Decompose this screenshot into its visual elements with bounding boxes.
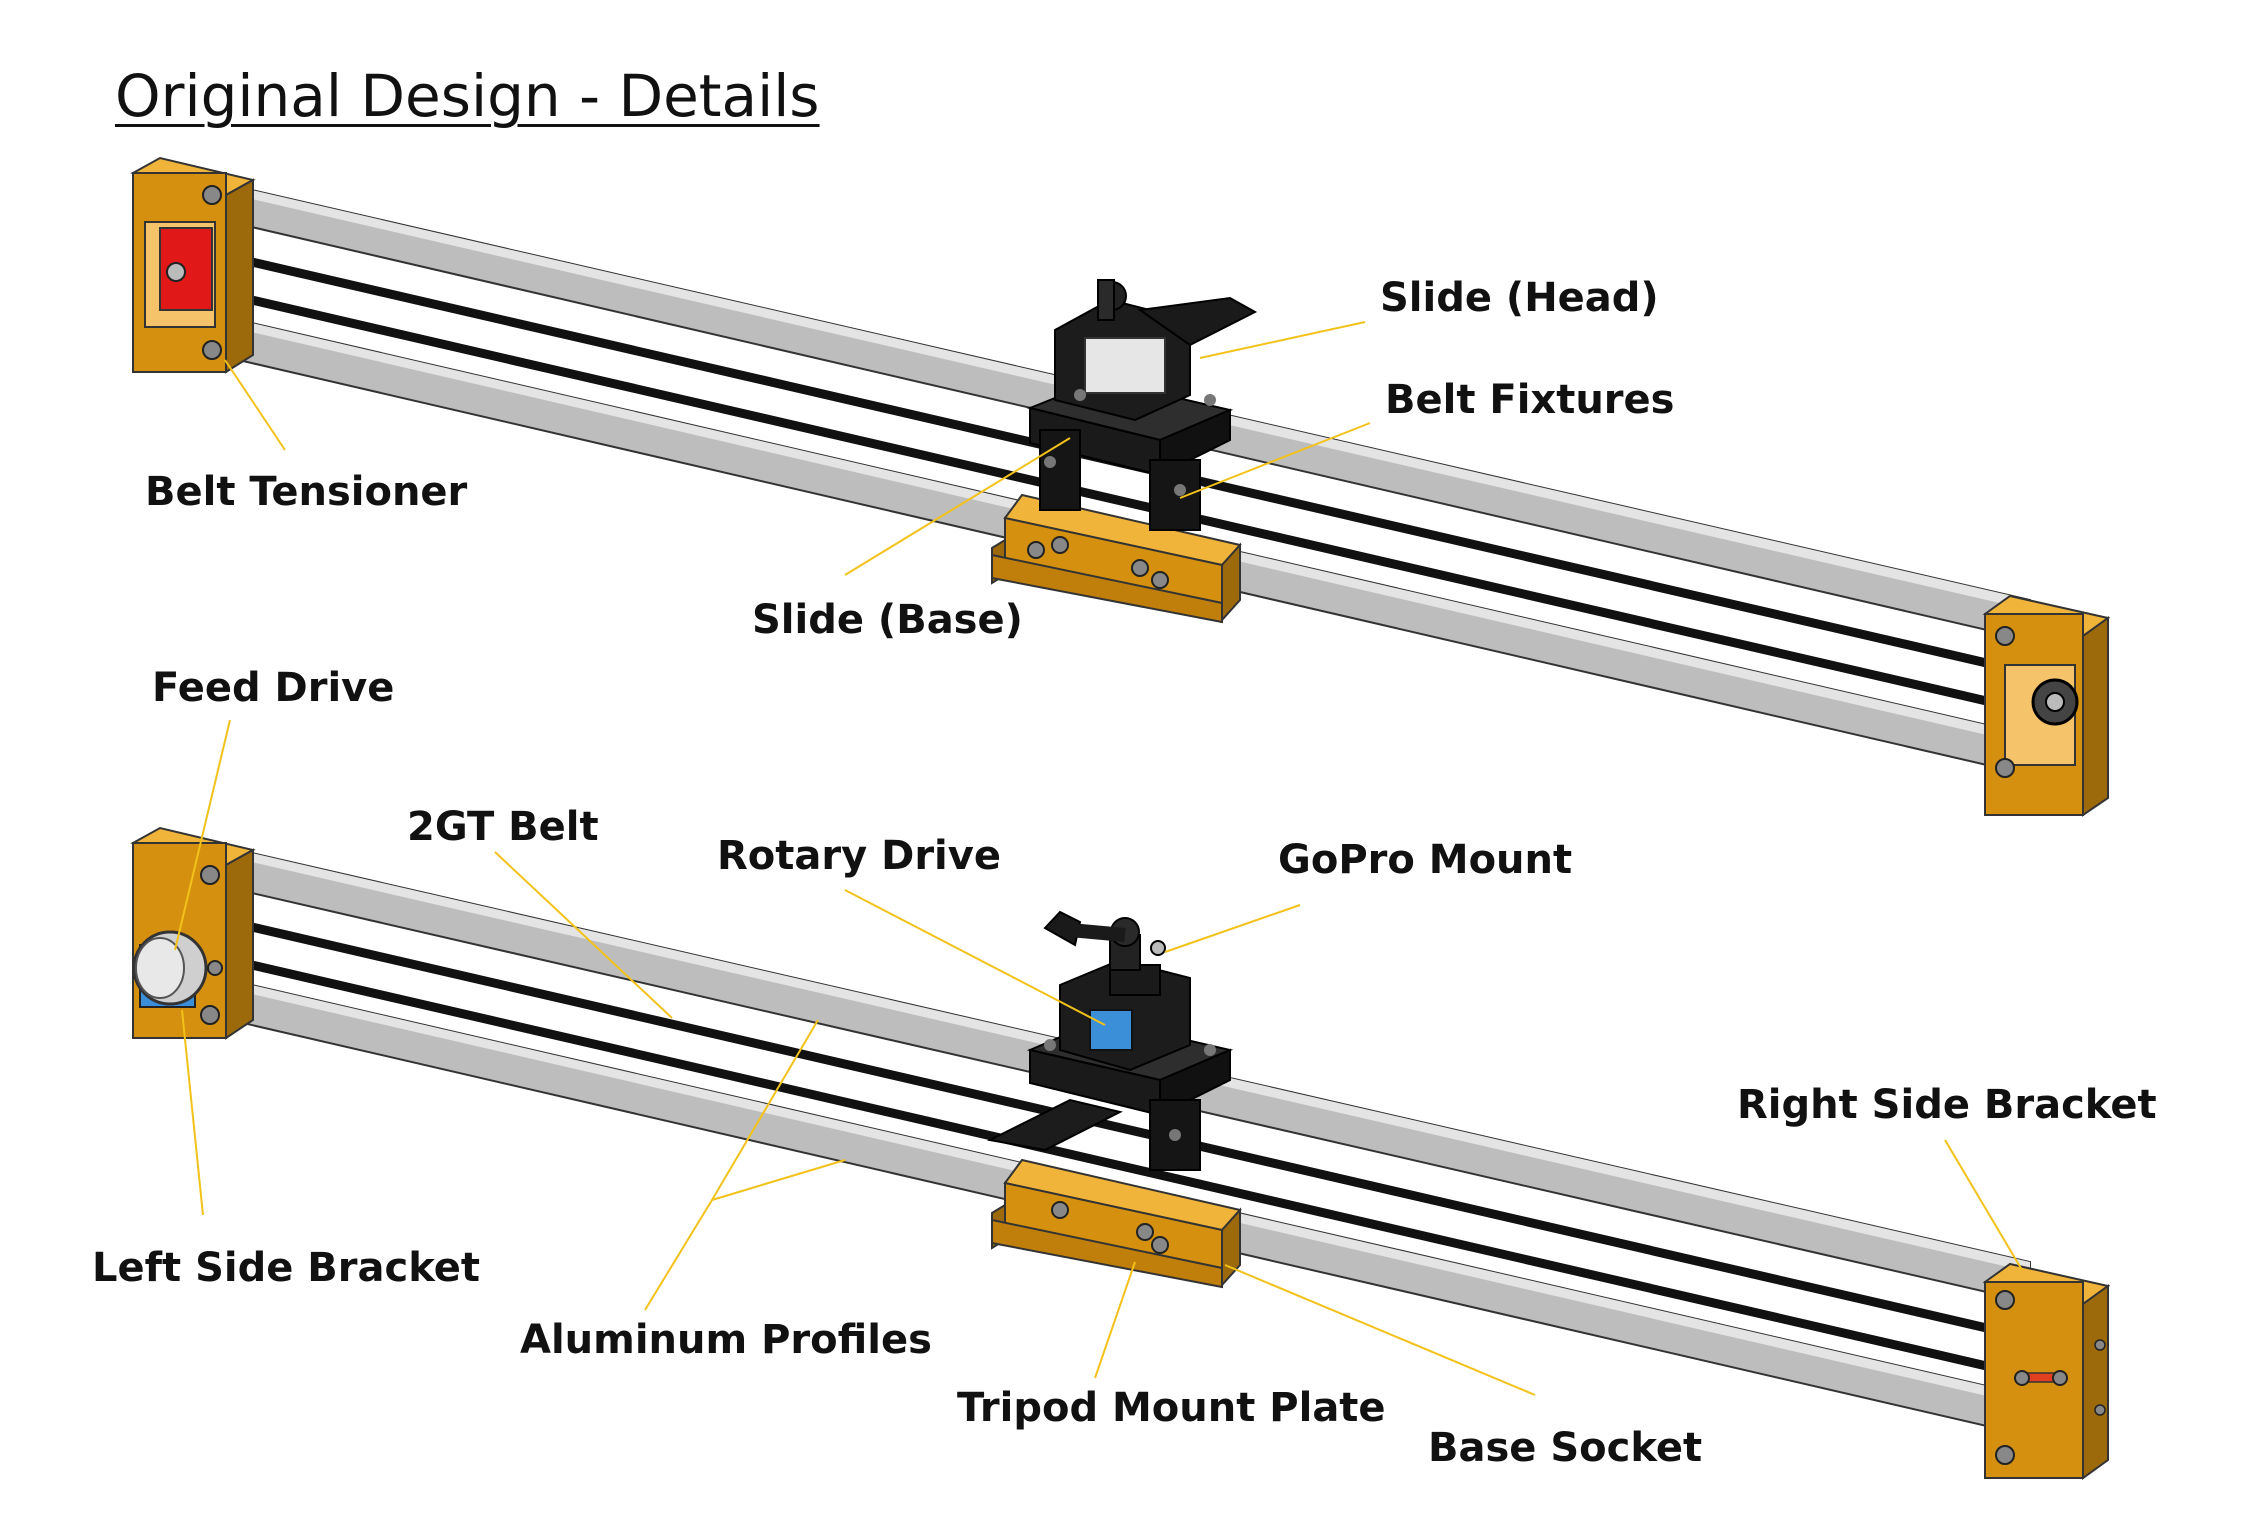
top-belt-lower [198, 283, 2062, 723]
top-slider-assembly [130, 156, 2111, 817]
leader-left-bracket [181, 1009, 204, 1216]
label-2gt-belt: 2GT Belt [407, 804, 599, 850]
bottom-right-bracket [1982, 1262, 2111, 1480]
leader-base-socket [1224, 1264, 1536, 1396]
leader-belt-fixtures [1179, 422, 1371, 499]
bottom-tripod-plate [991, 1158, 1242, 1289]
bottom-slide-carriage [986, 910, 1234, 1171]
label-rotary-drive: Rotary Drive [717, 833, 1001, 879]
leader-rotary-drive [844, 889, 1106, 1026]
top-left-bracket [130, 156, 256, 374]
label-slide-base: Slide (Base) [752, 597, 1023, 643]
top-slide-base [991, 493, 1242, 624]
label-belt-fixtures: Belt Fixtures [1385, 377, 1675, 423]
label-gopro-mount: GoPro Mount [1278, 837, 1573, 883]
bottom-slider-assembly [130, 826, 2111, 1480]
leader-lines [174, 321, 2023, 1396]
bottom-left-bracket [130, 826, 256, 1040]
label-right-side-bracket: Right Side Bracket [1737, 1082, 2157, 1128]
label-left-side-bracket: Left Side Bracket [92, 1245, 480, 1291]
leader-slide-head [1199, 321, 1366, 359]
label-tripod-mount-plate: Tripod Mount Plate [957, 1385, 1386, 1431]
label-aluminum-profiles: Aluminum Profiles [520, 1317, 932, 1363]
label-slide-head: Slide (Head) [1380, 275, 1659, 321]
leader-right-bracket [1944, 1139, 2023, 1271]
gopro-mount-part [1043, 910, 1166, 971]
page-title: Original Design - Details [115, 62, 820, 130]
label-feed-drive: Feed Drive [152, 665, 395, 711]
bottom-belt-lower [198, 948, 2062, 1388]
leader-2gt-belt [494, 851, 673, 1019]
rotary-drive-motor [1089, 1009, 1133, 1051]
top-slide-carriage [1026, 279, 1258, 531]
leader-feed-drive [174, 719, 231, 951]
leader-tripod-plate [1094, 1261, 1136, 1379]
leader-belt-tensioner [224, 359, 286, 451]
top-right-bracket [1982, 594, 2111, 817]
label-base-socket: Base Socket [1428, 1425, 1703, 1471]
bottom-belt-upper [198, 910, 2062, 1350]
leader-slide-base [844, 437, 1071, 576]
label-belt-tensioner: Belt Tensioner [145, 469, 468, 515]
leader-gopro-mount [1164, 904, 1301, 953]
